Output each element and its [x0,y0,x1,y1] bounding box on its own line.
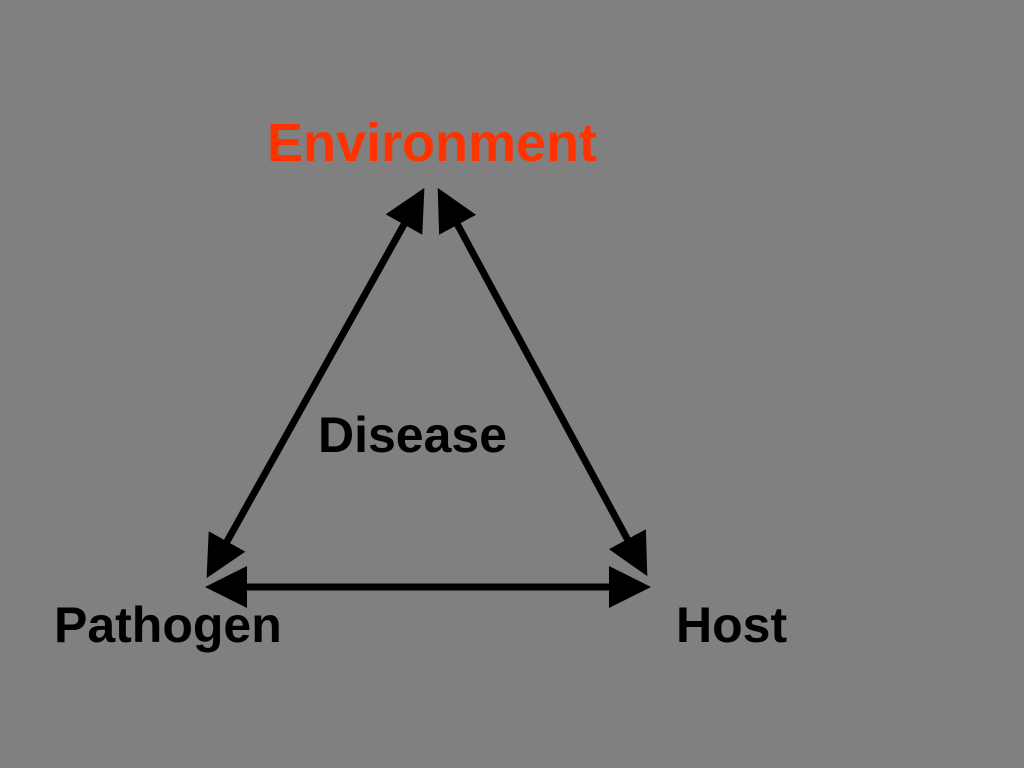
environment-label: Environment [267,113,598,173]
arrow-environment-pathogen [206,187,425,579]
arrow-environment-host [437,187,648,577]
host-label: Host [676,597,788,653]
disease-label: Disease [318,407,508,463]
pathogen-label: Pathogen [54,597,282,653]
